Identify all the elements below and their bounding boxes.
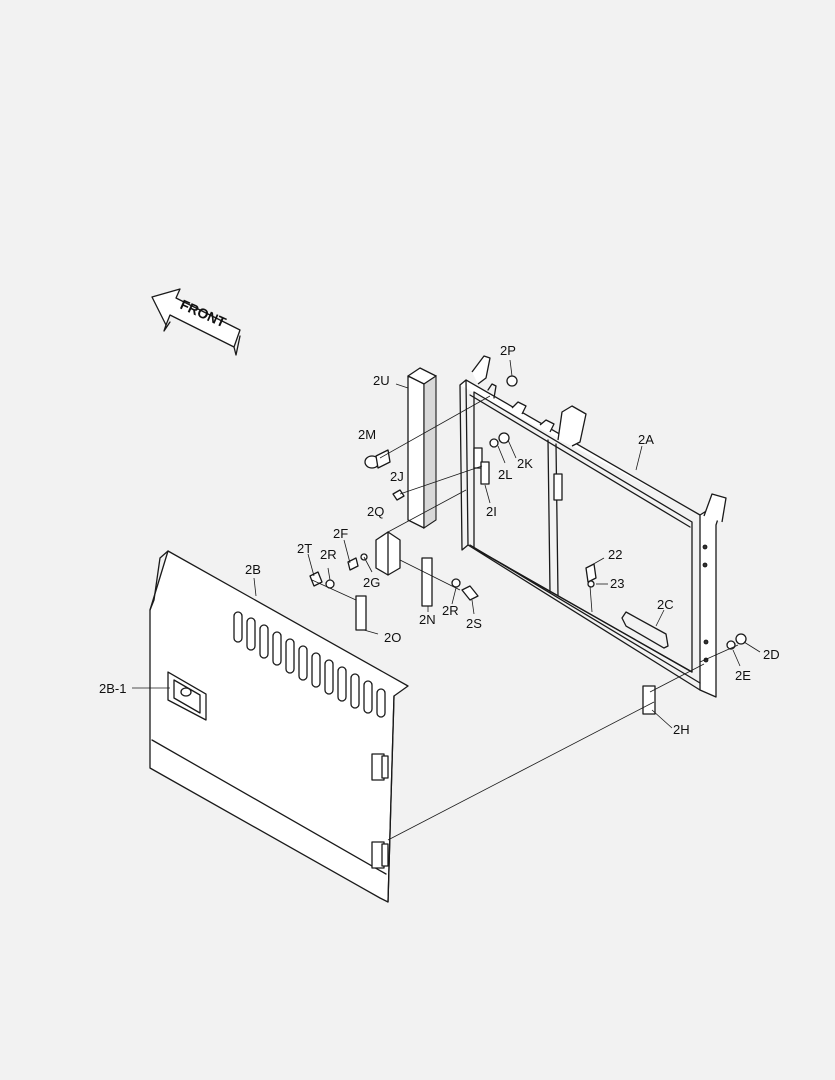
callout-2A: 2A: [638, 432, 654, 447]
callout-2E: 2E: [735, 668, 751, 683]
callout-2G: 2G: [363, 575, 380, 590]
callout-22: 22: [608, 547, 622, 562]
leader-lines: [132, 359, 761, 841]
callout-2P: 2P: [500, 343, 516, 358]
callout-2B: 2B: [245, 562, 261, 577]
panel-2B: [149, 550, 409, 903]
callout-2C: 2C: [657, 597, 674, 612]
callout-2K: 2K: [517, 456, 533, 471]
callout-2T: 2T: [297, 541, 312, 556]
callout-labels: 2P 2U 2M 2A 2L 2K 2J 2I 2Q 2F 2T 2R 2G 2…: [99, 343, 780, 737]
callout-2U: 2U: [373, 373, 390, 388]
frame-2A: [459, 355, 727, 698]
callout-2F: 2F: [333, 526, 348, 541]
post-2U: [407, 367, 437, 530]
callout-2S: 2S: [466, 616, 482, 631]
vent-slots: [233, 611, 386, 718]
callout-2R-lower: 2R: [442, 603, 459, 618]
callout-2J: 2J: [390, 469, 404, 484]
callout-2N: 2N: [419, 612, 436, 627]
front-direction-arrow: FRONT: [151, 288, 241, 356]
callout-2M: 2M: [358, 427, 376, 442]
callout-2O: 2O: [384, 630, 401, 645]
callout-2I: 2I: [486, 504, 497, 519]
callout-2R-upper: 2R: [320, 547, 337, 562]
callout-2L: 2L: [498, 467, 512, 482]
callout-2B-1: 2B-1: [99, 681, 126, 696]
callout-2H: 2H: [673, 722, 690, 737]
callout-2D: 2D: [763, 647, 780, 662]
callout-2Q: 2Q: [367, 504, 384, 519]
callout-23: 23: [610, 576, 624, 591]
